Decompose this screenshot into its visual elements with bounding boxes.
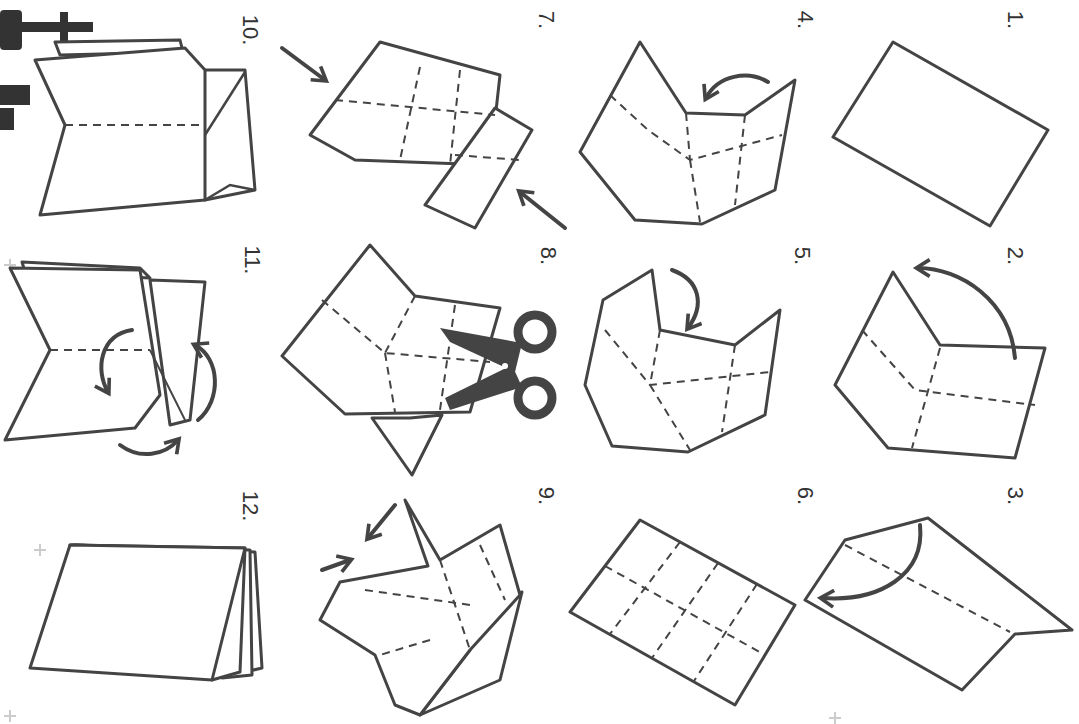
step-number: 11. [241,246,263,275]
step-6-unfolded [570,520,795,705]
step-7-fold [282,42,565,228]
step-number: 9. [535,487,557,505]
step-number: 2. [1004,247,1026,265]
step-number: 10. [239,15,261,46]
step-number: 3. [1004,487,1026,505]
step-8-cut [282,245,500,475]
step-4-fold [580,42,795,224]
step-number: 6. [794,487,816,505]
step-10-booklet [35,40,255,215]
step-9-fold [320,500,522,715]
step-number: 4. [794,11,816,29]
step-number: 1. [1004,11,1026,29]
step-number: 12. [239,491,261,522]
step-5-fold [585,270,780,452]
step-2-fold [835,268,1045,458]
step-number: 5. [791,247,813,265]
step-11-booklet [5,262,215,454]
step-number: 8. [537,247,559,265]
step-1-sheet [833,42,1048,226]
step-3-fold [805,518,1072,690]
step-number: 7. [535,11,557,29]
step-12-finished-zine [30,545,262,680]
scissors-icon [440,315,552,415]
